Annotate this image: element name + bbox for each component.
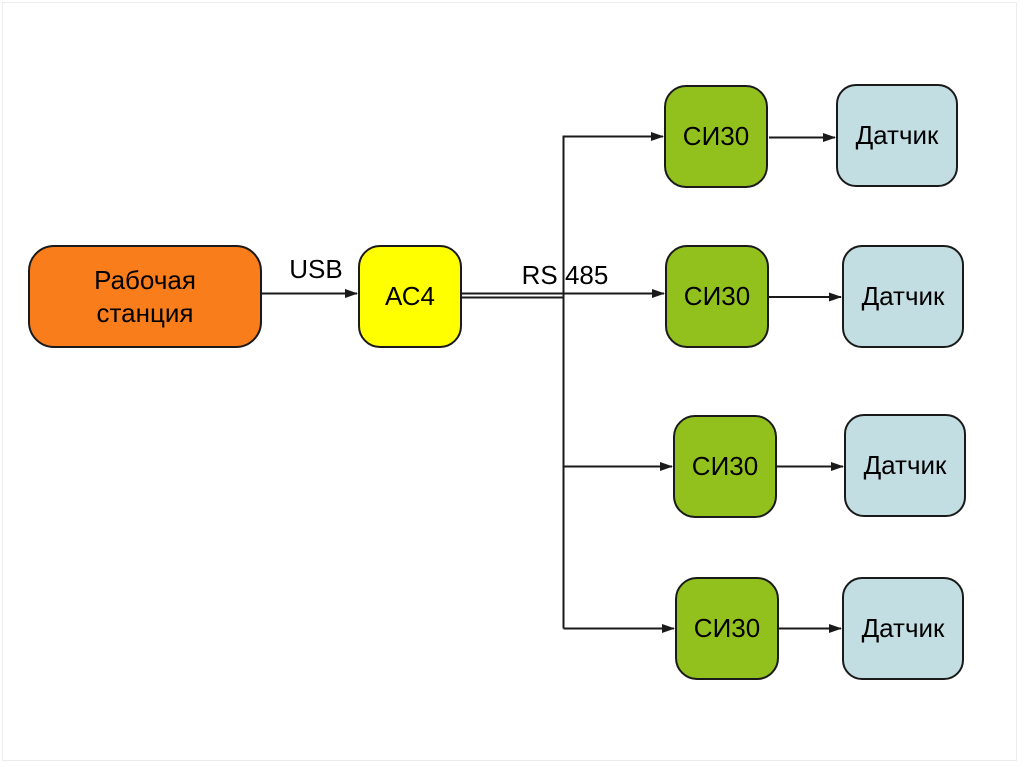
sensor-node-2: Датчик bbox=[842, 245, 964, 348]
ac4-label: АС4 bbox=[384, 281, 435, 311]
sensor-node-3: Датчик bbox=[844, 414, 966, 517]
sensor-node-4: Датчик bbox=[842, 577, 964, 680]
si30-label: СИ30 bbox=[691, 451, 759, 481]
rs485-label: RS 485 bbox=[521, 260, 609, 290]
ac4-node: АС4 bbox=[358, 245, 462, 348]
si30-label: СИ30 bbox=[682, 121, 750, 151]
si30-label: СИ30 bbox=[683, 281, 751, 311]
workstation-node: Рабочая станция bbox=[28, 245, 262, 348]
workstation-label: Рабочая станция bbox=[94, 264, 196, 328]
sensor-label: Датчик bbox=[861, 613, 945, 643]
si30-node-2: СИ30 bbox=[665, 245, 769, 348]
si30-label: СИ30 bbox=[693, 613, 761, 643]
si30-node-3: СИ30 bbox=[673, 415, 777, 518]
si30-node-1: СИ30 bbox=[664, 85, 768, 188]
usb-label: USB bbox=[289, 254, 343, 284]
sensor-label: Датчик bbox=[861, 281, 945, 311]
sensor-label: Датчик bbox=[863, 450, 947, 480]
sensor-node-1: Датчик bbox=[836, 84, 958, 187]
sensor-label: Датчик bbox=[855, 120, 939, 150]
si30-node-4: СИ30 bbox=[675, 577, 779, 680]
